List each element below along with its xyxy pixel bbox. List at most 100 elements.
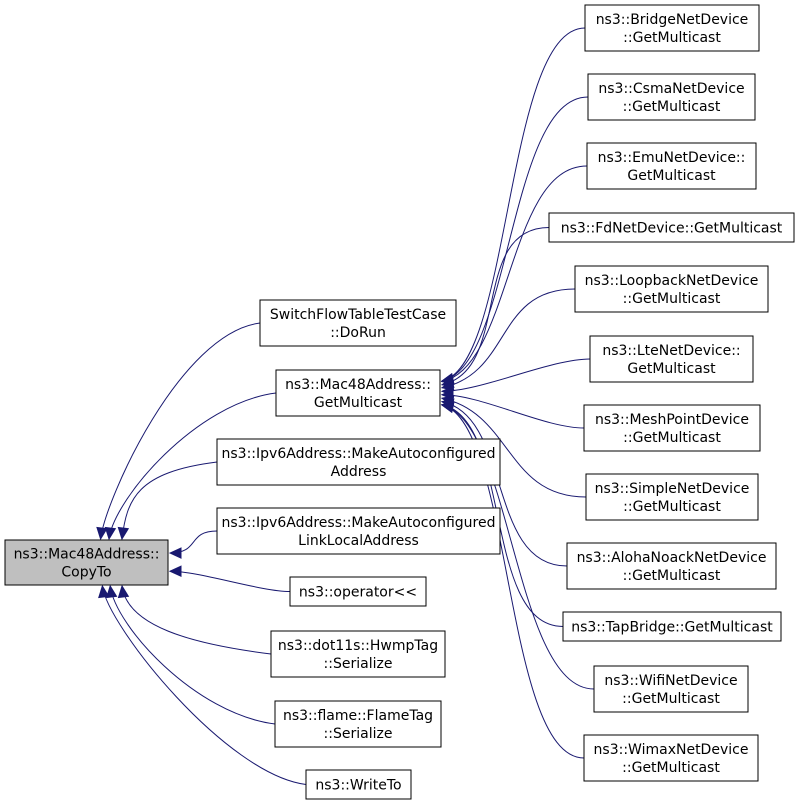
node-label-line: ns3::LteNetDevice:: [602, 343, 740, 359]
node-label-line: GetMulticast [314, 395, 403, 411]
edge-line [101, 585, 307, 785]
node-box[interactable] [259, 299, 457, 347]
node-label-line: ns3::AlohaNoackNetDevice [577, 550, 767, 566]
node-hwmp[interactable]: ns3::dot11s::HwmpTag::Serialize [270, 630, 446, 678]
node-box[interactable] [583, 734, 759, 782]
node-box[interactable] [574, 265, 769, 313]
node-ipv6link[interactable]: ns3::Ipv6Address::MakeAutoconfiguredLink… [216, 507, 501, 555]
edge-line [100, 322, 261, 540]
node-tapbridge[interactable]: ns3::TapBridge::GetMulticast [562, 611, 782, 642]
node-box[interactable] [586, 142, 757, 190]
node-meshpoint[interactable]: ns3::MeshPointDevice::GetMulticast [583, 404, 761, 452]
edge-operator-to-copyto [168, 565, 291, 592]
node-label-line: ns3::flame::FlameTag [283, 708, 433, 724]
node-label-line: ns3::operator<< [299, 585, 417, 601]
node-box[interactable] [585, 473, 759, 521]
node-writeto[interactable]: ns3::WriteTo [305, 769, 412, 800]
node-label-line: Address [331, 464, 387, 480]
node-ipv6auto[interactable]: ns3::Ipv6Address::MakeAutoconfiguredAddr… [216, 438, 501, 486]
node-label-line: CopyTo [61, 565, 111, 581]
node-label-line: ns3::LoopbackNetDevice [585, 273, 759, 289]
edge-line [441, 165, 588, 383]
node-csma[interactable]: ns3::CsmaNetDevice::GetMulticast [587, 73, 756, 121]
node-label-line: LinkLocalAddress [298, 533, 419, 549]
node-label-line: SwitchFlowTableTestCase [270, 307, 446, 323]
node-box[interactable] [4, 539, 169, 586]
node-box[interactable] [270, 630, 446, 678]
edge-writeto-to-copyto [98, 584, 307, 785]
node-label-line: ::DoRun [330, 325, 386, 341]
node-box[interactable] [289, 576, 427, 607]
edge-bridge-to-getmulticast [440, 27, 586, 385]
node-label-line: ns3::WifiNetDevice [604, 673, 737, 689]
edge-lte-to-getmulticast [440, 358, 591, 398]
node-box[interactable] [548, 212, 795, 243]
node-box[interactable] [562, 611, 782, 642]
node-label-line: ns3::Mac48Address:: [14, 547, 160, 563]
node-label-line: ::GetMulticast [623, 30, 721, 46]
node-switchflow[interactable]: SwitchFlowTableTestCase::DoRun [259, 299, 457, 347]
node-label-line: ns3::Ipv6Address::MakeAutoconfigured [222, 515, 496, 531]
node-lte[interactable]: ns3::LteNetDevice::GetMulticast [589, 335, 754, 383]
edge-line [441, 227, 550, 386]
node-operator[interactable]: ns3::operator<< [289, 576, 427, 607]
edge-line [441, 397, 587, 498]
node-flame[interactable]: ns3::flame::FlameTag::Serialize [274, 700, 442, 748]
edge-line [441, 96, 589, 382]
node-label-line: ::GetMulticast [623, 568, 721, 584]
arrowhead [98, 584, 110, 599]
node-box[interactable] [587, 73, 756, 121]
node-box[interactable] [274, 700, 442, 748]
node-loopback[interactable]: ns3::LoopbackNetDevice::GetMulticast [574, 265, 769, 313]
node-label-line: ns3::WriteTo [315, 778, 401, 794]
node-label-line: ns3::dot11s::HwmpTag [278, 638, 438, 654]
edge-line [121, 585, 272, 655]
node-label-line: ::Serialize [324, 656, 393, 672]
edge-line [109, 585, 276, 725]
node-box[interactable] [216, 507, 501, 555]
edge-line [169, 570, 291, 592]
node-box[interactable] [566, 542, 777, 590]
node-label-line: ::GetMulticast [622, 760, 720, 776]
node-label-line: ns3::WimaxNetDevice [594, 742, 749, 758]
arrowhead [96, 526, 108, 541]
node-box[interactable] [584, 4, 760, 52]
node-label-line: ::GetMulticast [622, 691, 720, 707]
node-wimax[interactable]: ns3::WimaxNetDevice::GetMulticast [583, 734, 759, 782]
node-box[interactable] [216, 438, 501, 486]
node-simple[interactable]: ns3::SimpleNetDevice::GetMulticast [585, 473, 759, 521]
node-label-line: ns3::Mac48Address:: [285, 377, 431, 393]
node-box[interactable] [583, 404, 761, 452]
edge-line [441, 394, 585, 429]
edge-line [121, 461, 218, 540]
edge-ipv6auto-to-copyto [117, 461, 218, 541]
arrowhead [117, 526, 130, 541]
arrowhead [168, 565, 182, 577]
edge-ipv6link-to-copyto [168, 530, 218, 559]
node-box[interactable] [275, 369, 441, 417]
edge-flame-to-copyto [105, 584, 276, 725]
node-box[interactable] [589, 335, 754, 383]
arrowhead [168, 547, 182, 559]
node-emu[interactable]: ns3::EmuNetDevice::GetMulticast [586, 142, 757, 190]
node-label-line: ns3::MeshPointDevice [595, 412, 749, 428]
nodes-layer: ns3::Mac48Address::CopyTo SwitchFlowTable… [4, 4, 795, 800]
node-wifi[interactable]: ns3::WifiNetDevice::GetMulticast [593, 665, 749, 713]
edge-line [441, 404, 595, 690]
node-label-line: ::GetMulticast [623, 499, 721, 515]
node-fd[interactable]: ns3::FdNetDevice::GetMulticast [548, 212, 795, 243]
node-copyto[interactable]: ns3::Mac48Address::CopyTo [4, 539, 169, 586]
node-label-line: ns3::Ipv6Address::MakeAutoconfigured [222, 446, 496, 462]
edge-emu-to-getmulticast [440, 165, 588, 385]
node-bridge[interactable]: ns3::BridgeNetDevice::GetMulticast [584, 4, 760, 52]
node-box[interactable] [593, 665, 749, 713]
edge-line [108, 392, 277, 540]
node-label-line: ::GetMulticast [623, 99, 721, 115]
node-aloha[interactable]: ns3::AlohaNoackNetDevice::GetMulticast [566, 542, 777, 590]
node-getmulticast[interactable]: ns3::Mac48Address::GetMulticast [275, 369, 441, 417]
node-label-line: GetMulticast [627, 168, 716, 184]
edge-line [441, 358, 591, 392]
node-box[interactable] [305, 769, 412, 800]
arrowhead [117, 584, 130, 599]
edge-switchflow-to-copyto [96, 322, 261, 541]
